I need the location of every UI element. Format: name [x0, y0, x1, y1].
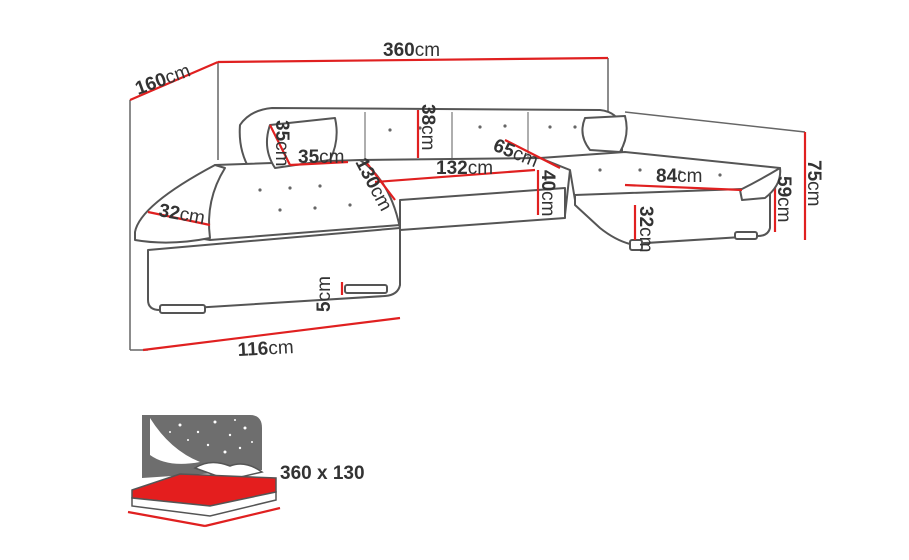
- left-leg-front: [159, 304, 206, 314]
- cushion-size-line: [289, 160, 349, 167]
- armrest-width-line: [147, 210, 211, 227]
- bed-width-line: [204, 506, 281, 528]
- leg-height-label: 5cm: [314, 276, 335, 312]
- cushion-height-label: 35cm: [271, 120, 292, 166]
- right-chaise-depth-label: 84cm: [656, 166, 702, 187]
- right-cushion: [581, 115, 628, 153]
- bed-length-line: [127, 510, 206, 528]
- stars-icon: [169, 419, 253, 454]
- sleep-area-label: 360 x 130: [280, 463, 365, 484]
- left-depth-line: [129, 60, 219, 102]
- overall-dimension-lines: [129, 56, 807, 352]
- right-leg-back: [734, 231, 758, 240]
- left-chaise-base: [147, 227, 401, 311]
- right-chaise-base: [574, 187, 771, 245]
- sleeping-length-label: 132cm: [436, 158, 493, 179]
- total-width-label: 360cm: [383, 40, 440, 61]
- backrest-height-label: 38cm: [417, 104, 438, 150]
- moon-icon: [150, 418, 200, 464]
- detail-dimension-lines: [147, 110, 743, 295]
- chaise-length-label: 116cm: [237, 337, 294, 361]
- pillows-shape: [193, 461, 264, 481]
- right-chaise-depth-line: [624, 183, 743, 192]
- sleeping-length-line: [374, 168, 536, 184]
- cushion-height-line: [269, 124, 291, 166]
- back-height-right-label: 59cm: [773, 176, 794, 222]
- tufting: [258, 124, 722, 212]
- seat-height-label: 40cm: [537, 170, 558, 216]
- chaise-length-left-line: [142, 316, 401, 352]
- left-leg-back: [344, 284, 388, 294]
- cushion-size-label: 35cm: [298, 147, 344, 168]
- sleep-function-icon: [127, 415, 281, 528]
- bed-base: [131, 491, 277, 517]
- seat-depth-line: [504, 139, 561, 169]
- total-width-line: [217, 56, 609, 64]
- right-seat-height-label: 32cm: [635, 206, 656, 252]
- sofa-illustration: [134, 107, 782, 314]
- armrest-width-label: 32cm: [157, 200, 206, 229]
- middle-seat-front: [399, 187, 566, 231]
- left-depth-label: 160cm: [133, 60, 194, 99]
- right-depth-label: 75cm: [803, 160, 824, 206]
- right-armrest: [739, 167, 782, 201]
